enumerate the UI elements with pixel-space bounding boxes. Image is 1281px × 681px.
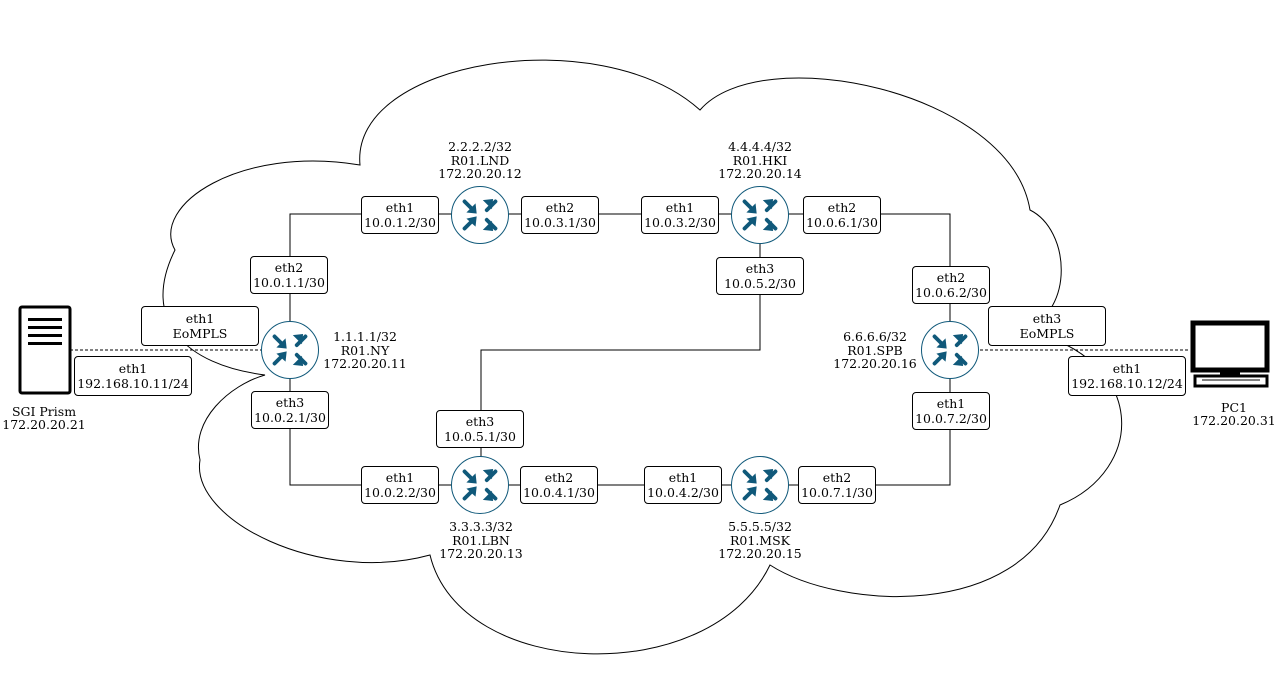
router-icon[interactable]: [731, 456, 789, 514]
router-icon[interactable]: [451, 186, 509, 244]
router-icon[interactable]: [731, 186, 789, 244]
pc-icon: [1190, 320, 1270, 388]
router-icon[interactable]: [261, 321, 319, 379]
server-icon: [18, 305, 72, 395]
router-icon[interactable]: [451, 456, 509, 514]
router-icon[interactable]: [921, 321, 979, 379]
